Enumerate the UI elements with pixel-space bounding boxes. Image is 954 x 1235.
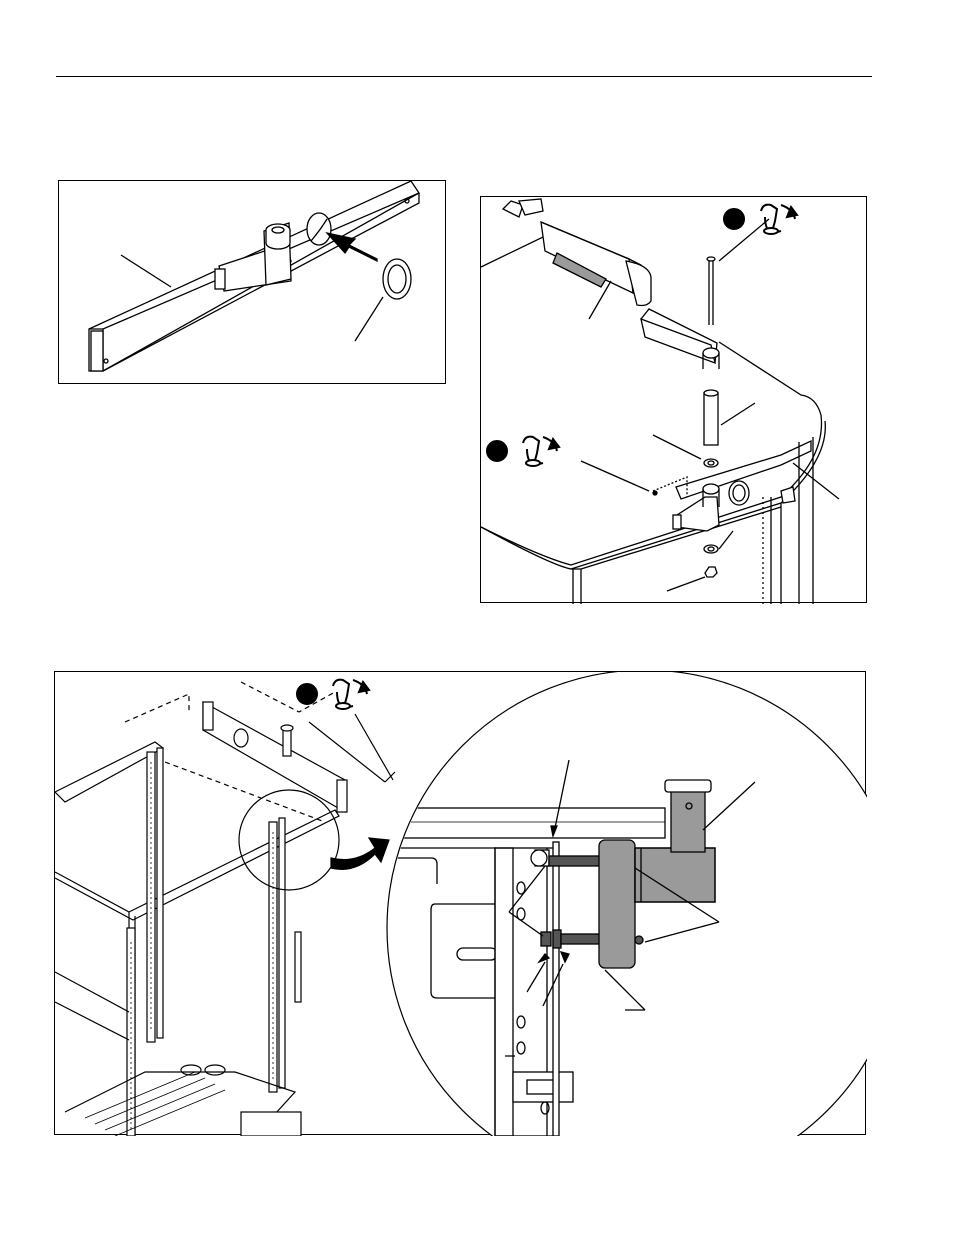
figure-arm	[480, 196, 867, 603]
clamp-block	[599, 840, 635, 968]
rotate-tool-icon	[724, 205, 797, 234]
curved-arrow-icon	[331, 838, 389, 869]
lower-arm	[641, 319, 715, 363]
rotate-tool-icon	[297, 680, 369, 709]
figure-bracket	[58, 180, 446, 384]
figure-frame	[54, 671, 866, 1135]
arm-illustration	[481, 197, 868, 604]
arrow-icon	[327, 233, 377, 261]
bracket-illustration	[59, 181, 447, 385]
frame-illustration	[55, 672, 867, 1136]
rotate-tool-icon	[487, 437, 559, 466]
header-rule	[56, 76, 872, 77]
attach-bar	[203, 702, 345, 812]
detail-marker	[239, 790, 339, 890]
spacer-tube	[704, 393, 718, 445]
pivot-post	[671, 790, 705, 852]
